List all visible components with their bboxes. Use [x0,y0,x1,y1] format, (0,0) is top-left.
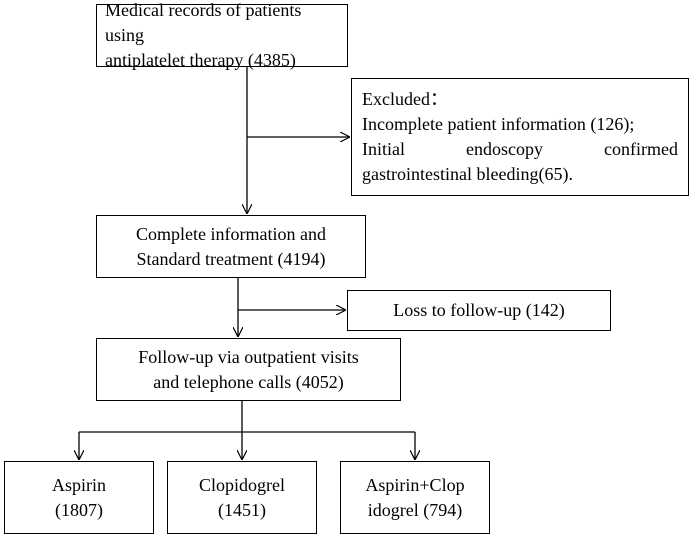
followup-line2: and telephone calls (4052) [153,371,344,392]
records-box: Medical records of patients using antipl… [96,0,348,70]
group-clopidogrel-line2: (1451) [218,499,266,520]
loss-label: Loss to follow-up (142) [393,300,565,320]
excluded-line3: gastrointestinal bleeding(65). [362,164,573,184]
group-combo-line1: Aspirin+Clop [365,474,465,495]
complete-box: Complete information and Standard treatm… [96,215,366,278]
excluded-line1: Incomplete patient information (126); [362,114,635,134]
excluded-title: Excluded： [362,89,448,109]
loss-box: Loss to follow-up (142) [347,290,611,331]
group-clopidogrel-line1: Clopidogrel [199,474,285,495]
group-aspirin-line2: (1807) [55,499,103,520]
group-combo-box: Aspirin+Clop idogrel (794) [340,461,490,534]
excluded-line2: Initial endoscopy confirmed [362,139,678,159]
group-clopidogrel-box: Clopidogrel (1451) [167,461,317,534]
followup-box: Follow-up via outpatient visits and tele… [96,338,401,401]
group-aspirin-line1: Aspirin [52,474,106,495]
excluded-box: Excluded： Incomplete patient information… [351,78,689,196]
group-aspirin-box: Aspirin (1807) [4,461,154,534]
complete-line2: Standard treatment (4194) [136,248,326,269]
complete-line1: Complete information and [136,223,326,244]
records-line2: antiplatelet therapy (4385) [105,50,296,70]
followup-line1: Follow-up via outpatient visits [138,346,359,367]
records-line1: Medical records of patients using [105,0,302,45]
group-combo-line2: idogrel (794) [367,499,463,520]
